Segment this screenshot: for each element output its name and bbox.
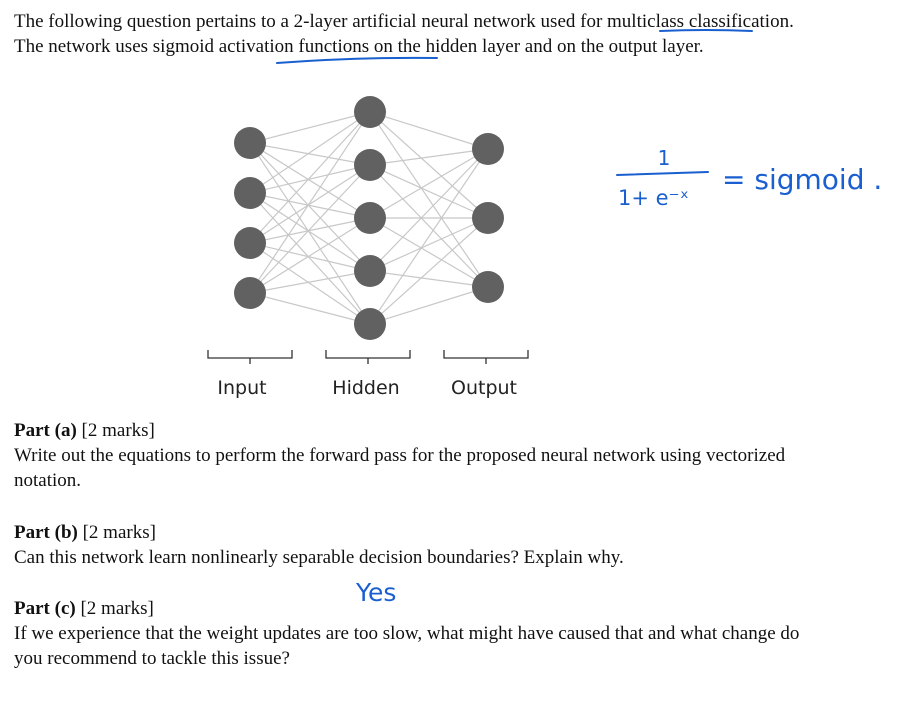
edge-l1-1-1 — [369, 164, 489, 219]
edge-l0-0-2 — [249, 142, 371, 219]
edge-l1-2-2 — [369, 217, 489, 288]
bracket-hidden — [325, 350, 411, 364]
edge-l0-2-1 — [249, 164, 371, 244]
part-c-label: Part (c) — [14, 598, 76, 619]
network-nodes — [234, 96, 504, 340]
output-node-1 — [472, 133, 504, 165]
edge-l0-3-3 — [249, 270, 371, 294]
input-node-2 — [234, 177, 266, 209]
edge-l0-3-2 — [249, 217, 371, 294]
part-a-label: Part (a) — [14, 420, 77, 441]
output-node-2 — [472, 202, 504, 234]
part-b-question: Can this network learn nonlinearly separ… — [14, 547, 624, 568]
edge-l1-3-2 — [369, 270, 489, 288]
part-b-heading: Part (b) [2 marks] — [14, 520, 156, 545]
part-b-marks: [2 marks] — [82, 522, 156, 543]
edge-l1-0-1 — [369, 111, 489, 219]
hidden-node-5 — [354, 308, 386, 340]
formula-denominator: 1+ e⁻ˣ — [618, 186, 689, 210]
hidden-node-1 — [354, 96, 386, 128]
edge-l1-2-0 — [369, 148, 489, 219]
edge-l0-2-2 — [249, 217, 371, 244]
layer-label-input: Input — [217, 377, 266, 399]
edge-l1-4-2 — [369, 286, 489, 325]
edge-l0-1-1 — [249, 164, 371, 194]
edge-l0-2-4 — [249, 242, 371, 325]
edge-l1-1-0 — [369, 148, 489, 166]
edge-l1-0-2 — [369, 111, 489, 288]
edge-l0-1-0 — [249, 111, 371, 194]
part-a-question: Write out the equations to perform the f… — [14, 445, 786, 491]
bracket-input — [207, 350, 293, 364]
part-a-marks: [2 marks] — [81, 420, 155, 441]
neural-network-diagram: Input Hidden Output — [207, 96, 529, 399]
hidden-node-3 — [354, 202, 386, 234]
bracket-output — [443, 350, 529, 364]
input-node-3 — [234, 227, 266, 259]
edge-l0-0-0 — [249, 111, 371, 144]
part-c-question: If we experience that the weight updates… — [14, 623, 800, 669]
edge-l0-1-3 — [249, 192, 371, 272]
formula-rhs: = sigmoid . — [722, 163, 882, 196]
edge-l1-3-1 — [369, 217, 489, 272]
edge-l0-3-1 — [249, 164, 371, 294]
network-edges — [249, 111, 489, 325]
edge-l1-4-0 — [369, 148, 489, 325]
edge-l0-3-0 — [249, 111, 371, 294]
edge-l1-3-0 — [369, 148, 489, 272]
hidden-node-4 — [354, 255, 386, 287]
layer-label-hidden: Hidden — [332, 377, 399, 399]
input-node-4 — [234, 277, 266, 309]
edge-l1-4-1 — [369, 217, 489, 325]
layer-label-output: Output — [451, 377, 517, 399]
formula-numerator: 1 — [658, 146, 671, 170]
part-a-heading: Part (a) [2 marks] — [14, 418, 155, 443]
input-node-1 — [234, 127, 266, 159]
output-node-3 — [472, 271, 504, 303]
edge-l0-0-4 — [249, 142, 371, 325]
part-c-heading: Part (c) [2 marks] — [14, 596, 154, 621]
edge-l0-0-1 — [249, 142, 371, 166]
answer-b-handwritten: Yes — [355, 578, 396, 607]
edge-l0-2-0 — [249, 111, 371, 244]
part-b-label: Part (b) — [14, 522, 78, 543]
edge-l1-1-2 — [369, 164, 489, 288]
intro-paragraph: The following question pertains to a 2-l… — [14, 11, 794, 57]
part-c-marks: [2 marks] — [80, 598, 154, 619]
edge-l0-1-2 — [249, 192, 371, 219]
layer-brackets — [207, 350, 529, 364]
fraction-bar — [616, 171, 709, 176]
edge-l0-1-4 — [249, 192, 371, 325]
edge-l0-0-3 — [249, 142, 371, 272]
edge-l0-3-4 — [249, 292, 371, 325]
hidden-node-2 — [354, 149, 386, 181]
edge-l1-0-0 — [369, 111, 489, 150]
edge-l0-2-3 — [249, 242, 371, 272]
